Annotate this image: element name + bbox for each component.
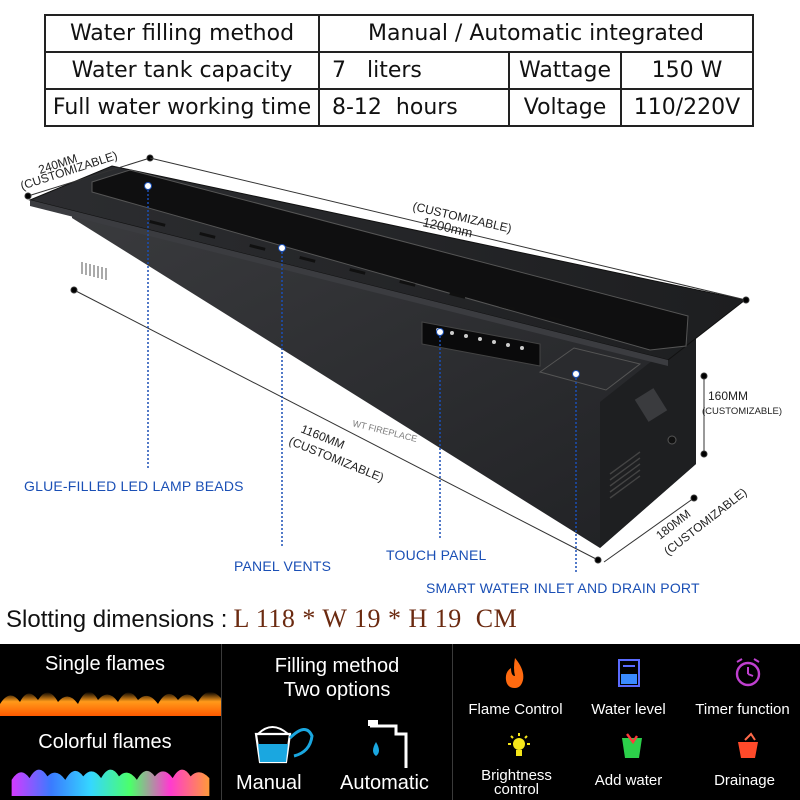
brightness-label-1: Brightness — [481, 767, 552, 784]
spec-table: Water filling method Manual / Automatic … — [44, 14, 754, 127]
callout-leaders — [147, 186, 577, 572]
banner-divider-2 — [452, 644, 453, 800]
banner-divider-1 — [221, 644, 222, 800]
spec-label-voltage: Voltage — [508, 88, 622, 127]
callout-touch-panel: TOUCH PANEL — [386, 547, 487, 563]
top-rim — [30, 200, 668, 366]
spec-value-capacity: 7 liters — [318, 51, 510, 90]
filling-method-panel: Filling method Two options Manual Automa… — [222, 644, 452, 800]
single-flames-image — [0, 691, 221, 716]
dim-height-label: 160MM — [708, 389, 748, 403]
spec-label-filling: Water filling method — [44, 14, 320, 53]
slotting-label: Slotting dimensions : — [6, 606, 228, 633]
flame-icon — [505, 658, 524, 688]
spec-label-capacity: Water tank capacity — [44, 51, 320, 90]
brightness-icon — [508, 733, 530, 756]
feature-banner: Single flames Colorful flames — [0, 644, 800, 800]
add-water-label: Add water — [594, 772, 663, 789]
water-inlet-cover — [538, 347, 642, 391]
slotting-dimensions: Slotting dimensions : L 118 * W 19 * H 1… — [6, 604, 517, 642]
drainage-label: Drainage — [714, 772, 775, 789]
drainage-icon — [738, 732, 758, 758]
manual-label: Manual — [236, 772, 302, 794]
callout-panel-vents: PANEL VENTS — [234, 558, 332, 574]
manual-bucket-icon — [254, 726, 314, 764]
colorful-flames-title: Colorful flames — [38, 731, 172, 753]
spec-row-filling: Water filling method Manual / Automatic … — [44, 14, 754, 53]
automatic-label: Automatic — [340, 772, 429, 794]
flames-panel: Single flames Colorful flames — [0, 644, 221, 800]
water-level-icon — [618, 659, 640, 687]
body-front-face — [72, 204, 696, 548]
spec-value-filling: Manual / Automatic integrated — [318, 14, 754, 53]
callout-led-beads: GLUE-FILLED LED LAMP BEADS — [24, 478, 244, 494]
side-grille — [609, 451, 641, 499]
filling-method-title: Filling method — [274, 655, 400, 677]
spec-value-wattage: 150 W — [620, 51, 754, 90]
water-slot — [91, 169, 689, 351]
callout-water-port: SMART WATER INLET AND DRAIN PORT — [426, 580, 700, 596]
add-water-icon — [622, 733, 642, 758]
callout-dots — [144, 182, 580, 378]
slotting-value: L 118 * W 19 * H 19 CM — [233, 604, 518, 633]
brightness-label-2: control — [493, 781, 540, 798]
spec-row-working-time: Full water working time 8-12 hours Volta… — [44, 88, 754, 127]
timer-function-label: Timer function — [695, 701, 790, 718]
water-level-label: Water level — [591, 701, 666, 718]
fireplace-drawing: WT FIREPLACE 240MM (CUSTOMIZABLE) (CUSTO… — [19, 148, 782, 572]
dim-height-note: (CUSTOMIZABLE) — [702, 406, 782, 417]
flame-control-label: Flame Control — [468, 701, 563, 718]
spec-label-wattage: Wattage — [508, 51, 622, 90]
functions-panel: Flame Control Water level Timer function… — [453, 644, 800, 800]
timer-icon — [735, 658, 761, 687]
single-flames-title: Single flames — [44, 653, 166, 675]
colorful-flames-image — [11, 769, 210, 796]
body-side-face — [600, 326, 696, 548]
spec-label-working-time: Full water working time — [44, 88, 320, 127]
spec-row-capacity: Water tank capacity 7 liters Wattage 150… — [44, 51, 754, 90]
filling-options-title: Two options — [283, 679, 391, 701]
touch-panel-graphic — [421, 321, 541, 367]
side-label-sticker — [634, 388, 668, 422]
side-port — [667, 435, 677, 445]
spec-value-working-time: 8-12 hours — [318, 88, 510, 127]
dimension-lines — [24, 154, 750, 564]
slot-vents — [149, 220, 566, 323]
automatic-faucet-icon — [368, 720, 408, 768]
front-grille — [81, 262, 107, 280]
spec-value-voltage: 110/220V — [620, 88, 754, 127]
